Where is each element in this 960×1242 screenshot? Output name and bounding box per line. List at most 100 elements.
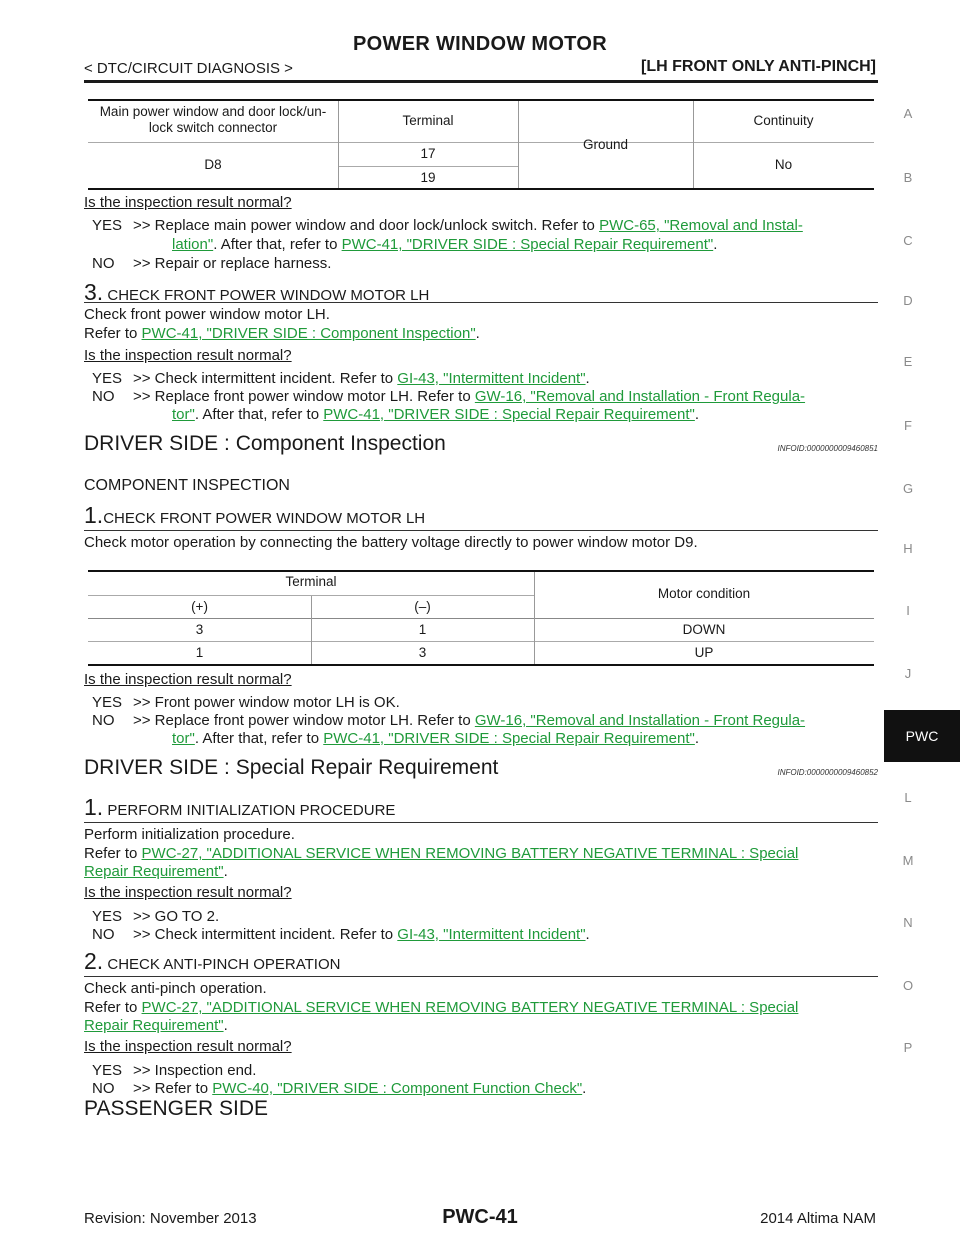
side-index-i[interactable]: I [906, 603, 910, 618]
page-title: POWER WINDOW MOTOR [353, 33, 607, 55]
link-pwc27-cont[interactable]: Repair Requirement" [84, 863, 224, 880]
info-id: INFOID:0000000009460852 [777, 768, 878, 777]
link-pwc41-component[interactable]: PWC-41, "DRIVER SIDE : Component Inspect… [141, 325, 476, 342]
link-pwc27[interactable]: PWC-27, "ADDITIONAL SERVICE WHEN REMOVIN… [141, 999, 799, 1016]
link-gw16[interactable]: GW-16, "Removal and Installation - Front… [474, 712, 806, 729]
step-heading: 3. CHECK FRONT POWER WINDOW MOTOR LH [84, 279, 430, 305]
no-label: NO [92, 388, 115, 405]
table1-continuity-header: Continuity [753, 113, 814, 128]
side-index-d[interactable]: D [903, 293, 913, 308]
table1-connector: D8 [204, 157, 222, 172]
yes-label: YES [92, 370, 123, 387]
table2-plus-header: (+) [191, 599, 208, 614]
refer-line: Repair Requirement". [84, 1017, 228, 1034]
side-index-o[interactable]: O [902, 978, 914, 993]
side-index-j[interactable]: J [904, 666, 912, 681]
link-pwc27-cont[interactable]: Repair Requirement" [84, 1017, 224, 1034]
table1-terminal-header: Terminal [402, 113, 454, 128]
yes-label: YES [92, 1062, 123, 1079]
no-label: NO [92, 255, 115, 272]
no-label: NO [92, 926, 115, 943]
refer-line: Refer to PWC-27, "ADDITIONAL SERVICE WHE… [84, 845, 799, 862]
answer-line: >> Front power window motor LH is OK. [133, 694, 400, 711]
answer-line: >> Check intermittent incident. Refer to… [133, 926, 590, 943]
link-pwc41-special[interactable]: PWC-41, "DRIVER SIDE : Special Repair Re… [341, 236, 714, 253]
table1-terminal-17: 17 [420, 146, 436, 161]
answer-line: >> Check intermittent incident. Refer to… [133, 370, 590, 387]
section-title: DRIVER SIDE : Special Repair Requirement [84, 756, 499, 779]
link-gi43[interactable]: GI-43, "Intermittent Incident" [397, 926, 586, 943]
no-label: NO [92, 1080, 115, 1097]
table-cell: UP [694, 645, 714, 660]
table2-condition-header: Motor condition [657, 586, 751, 601]
side-index-b[interactable]: B [903, 170, 913, 185]
answer-line: >> Replace front power window motor LH. … [133, 712, 806, 729]
side-index-p[interactable]: P [903, 1040, 913, 1055]
table-cell: 3 [418, 645, 427, 660]
table-cell: 3 [195, 622, 204, 637]
side-index-e[interactable]: E [903, 354, 913, 369]
side-index-m[interactable]: M [902, 853, 914, 868]
answer-line: >> Repair or replace harness. [133, 255, 332, 272]
link-pwc27[interactable]: PWC-27, "ADDITIONAL SERVICE WHEN REMOVIN… [141, 845, 799, 862]
header-divider [84, 80, 878, 83]
answer-line: tor". After that, refer to PWC-41, "DRIV… [172, 406, 700, 423]
link-pwc65[interactable]: PWC-65, "Removal and Instal- [599, 217, 803, 234]
table2-terminal-header: Terminal [285, 574, 337, 589]
link-pwc40[interactable]: PWC-40, "DRIVER SIDE : Component Functio… [212, 1080, 583, 1097]
instruction-text: Check motor operation by connecting the … [84, 534, 698, 551]
link-gw16[interactable]: GW-16, "Removal and Installation - Front… [474, 388, 806, 405]
section-label: < DTC/CIRCUIT DIAGNOSIS > [84, 60, 293, 77]
section-title: DRIVER SIDE : Component Inspection [84, 432, 446, 455]
table-cell: 1 [418, 622, 427, 637]
answer-line: >> Replace main power window and door lo… [133, 217, 803, 234]
link-gi43[interactable]: GI-43, "Intermittent Incident" [397, 370, 586, 387]
revision-label: Revision: November 2013 [84, 1210, 257, 1227]
step-divider [84, 822, 878, 823]
question-text: Is the inspection result normal? [84, 1038, 292, 1055]
link-pwc41-special[interactable]: PWC-41, "DRIVER SIDE : Special Repair Re… [323, 406, 695, 423]
table2-minus-header: (–) [414, 599, 431, 614]
refer-line: Repair Requirement". [84, 863, 228, 880]
table1-result: No [774, 157, 793, 172]
answer-line: >> Refer to PWC-40, "DRIVER SIDE : Compo… [133, 1080, 587, 1097]
step-divider [84, 976, 878, 977]
question-text: Is the inspection result normal? [84, 194, 292, 211]
table-cell: DOWN [682, 622, 726, 637]
side-index-l[interactable]: L [904, 790, 912, 805]
step-divider [84, 302, 878, 303]
yes-label: YES [92, 908, 123, 925]
side-index-c[interactable]: C [903, 233, 913, 248]
table1-connector-header: Main power window and door lock/un- lock… [99, 104, 327, 135]
side-index-f[interactable]: F [904, 418, 912, 433]
link-gw16-cont[interactable]: tor" [172, 730, 195, 747]
answer-line: lation". After that, refer to PWC-41, "D… [172, 236, 718, 253]
answer-line: >> Replace front power window motor LH. … [133, 388, 806, 405]
no-label: NO [92, 712, 115, 729]
answer-line: >> Inspection end. [133, 1062, 257, 1079]
link-gw16-cont[interactable]: tor" [172, 406, 195, 423]
table-cell: 1 [195, 645, 204, 660]
side-index-a[interactable]: A [903, 106, 913, 121]
side-index-g[interactable]: G [902, 481, 914, 496]
model-label: 2014 Altima NAM [760, 1210, 876, 1227]
refer-line: Refer to PWC-27, "ADDITIONAL SERVICE WHE… [84, 999, 799, 1016]
yes-label: YES [92, 694, 123, 711]
scope-label: [LH FRONT ONLY ANTI-PINCH] [641, 58, 876, 75]
link-pwc65-cont[interactable]: lation" [172, 236, 214, 253]
question-text: Is the inspection result normal? [84, 884, 292, 901]
refer-line: Refer to PWC-41, "DRIVER SIDE : Componen… [84, 325, 480, 342]
step-heading: 1. PERFORM INITIALIZATION PROCEDURE [84, 794, 396, 820]
step-heading: 1.CHECK FRONT POWER WINDOW MOTOR LH [84, 502, 426, 528]
page-number: PWC-41 [442, 1206, 518, 1228]
side-index-h[interactable]: H [903, 541, 913, 556]
answer-line: >> GO TO 2. [133, 908, 220, 925]
side-tab-pwc[interactable]: PWC [884, 710, 960, 762]
side-index-n[interactable]: N [903, 915, 913, 930]
link-pwc41-special[interactable]: PWC-41, "DRIVER SIDE : Special Repair Re… [323, 730, 695, 747]
instruction-text: Check front power window motor LH. [84, 306, 330, 323]
instruction-text: Perform initialization procedure. [84, 826, 295, 843]
question-text: Is the inspection result normal? [84, 347, 292, 364]
table1-ground: Ground [582, 137, 629, 152]
answer-line: tor". After that, refer to PWC-41, "DRIV… [172, 730, 700, 747]
